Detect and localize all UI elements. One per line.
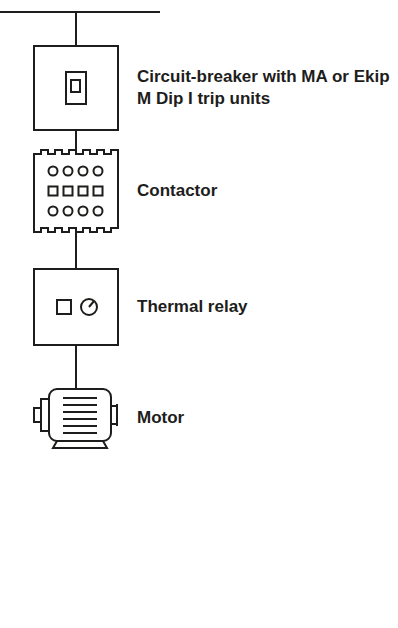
motor-symbol [33, 386, 119, 450]
circuit-breaker-node: Circuit-breaker with MA or Ekip M Dip I … [33, 45, 394, 131]
circuit-breaker-symbol [33, 45, 119, 131]
busbar [0, 11, 160, 13]
wire [75, 130, 77, 150]
motor-node: Motor [33, 386, 394, 450]
thermal-relay-symbol [33, 268, 119, 346]
supply-wire [75, 12, 77, 45]
wire [75, 345, 77, 389]
component-label: Contactor [137, 180, 390, 202]
component-label: Thermal relay [137, 296, 390, 318]
component-label: Circuit-breaker with MA or Ekip M Dip I … [137, 66, 390, 110]
contactor-node: Contactor [33, 148, 394, 234]
thermal-relay-node: Thermal relay [33, 268, 394, 346]
component-label: Motor [137, 407, 390, 429]
contactor-symbol [33, 148, 119, 234]
wire [75, 231, 77, 269]
